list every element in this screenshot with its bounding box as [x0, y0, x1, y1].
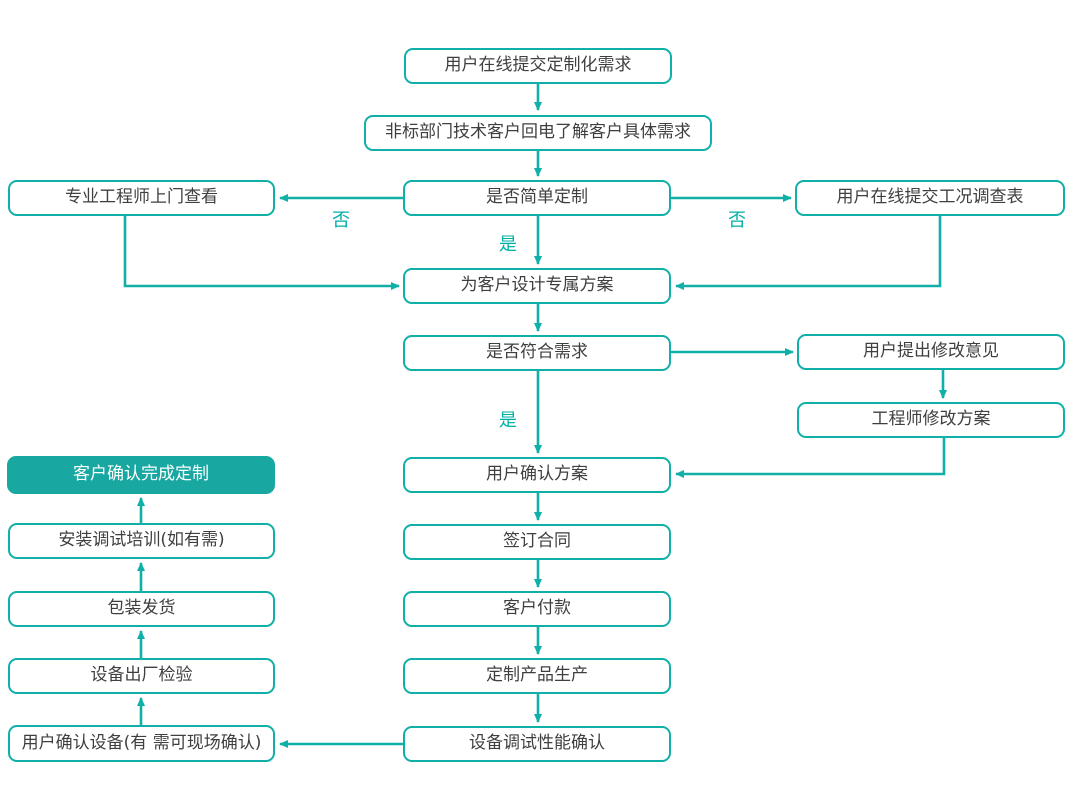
node-user-confirm-plan: 用户确认方案: [403, 457, 671, 493]
node-decision-meets-requirements: 是否符合需求: [403, 335, 671, 371]
node-design-exclusive-plan: 为客户设计专属方案: [403, 268, 671, 304]
edge-label-no-left: 否: [332, 210, 350, 231]
node-nonstandard-dept-callback: 非标部门技术客户回电了解客户具体需求: [364, 115, 712, 151]
node-packaging-shipping: 包装发货: [8, 591, 275, 627]
edge-label-yes-top: 是: [499, 234, 517, 255]
node-engineer-onsite-visit: 专业工程师上门查看: [8, 180, 275, 216]
node-decision-simple-customization: 是否简单定制: [403, 180, 671, 216]
node-user-online-submit-custom-request: 用户在线提交定制化需求: [404, 48, 672, 84]
node-user-confirm-equipment: 用户确认设备(有 需可现场确认): [8, 725, 275, 762]
node-factory-inspection: 设备出厂检验: [8, 658, 275, 694]
edge-label-no-right: 否: [728, 210, 746, 231]
connector-survey-to-design: [675, 216, 942, 290]
node-user-submit-condition-survey: 用户在线提交工况调查表: [795, 180, 1065, 216]
node-customer-confirm-completion: 客户确认完成定制: [7, 456, 275, 494]
node-custom-product-production: 定制产品生产: [403, 658, 671, 694]
edge-label-yes-bottom: 是: [499, 410, 517, 431]
node-sign-contract: 签订合同: [403, 524, 671, 560]
connector-revise-to-confirm-plan: [675, 438, 946, 478]
node-engineer-revise-plan: 工程师修改方案: [797, 402, 1065, 438]
node-customer-payment: 客户付款: [403, 591, 671, 627]
node-install-debug-training: 安装调试培训(如有需): [8, 523, 275, 559]
node-user-modification-feedback: 用户提出修改意见: [797, 334, 1065, 370]
node-equipment-debug-performance-confirm: 设备调试性能确认: [403, 726, 671, 762]
connector-onsite-to-design: [123, 216, 400, 290]
